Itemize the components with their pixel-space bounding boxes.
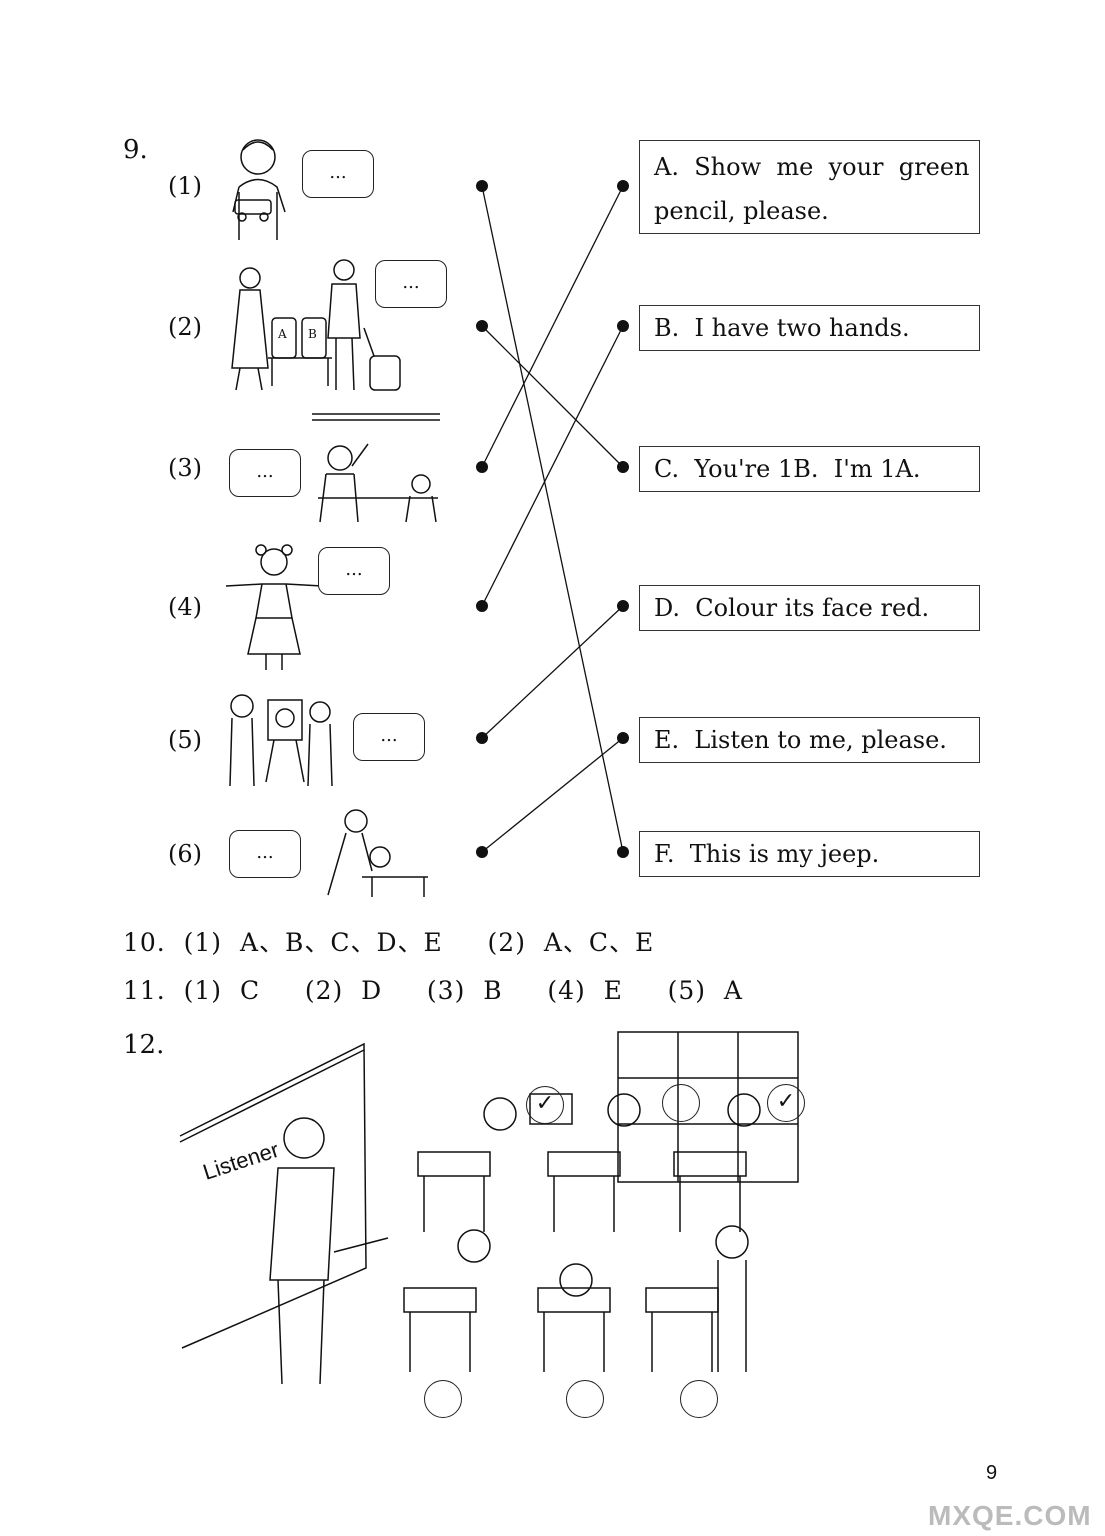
- option-a: A. Show me your green pencil, please.: [639, 140, 980, 234]
- question-9-number: 9.: [123, 135, 148, 165]
- item-label-6: (6): [168, 840, 202, 868]
- answer-circle-bottom-3: [680, 1380, 718, 1418]
- watermark: MXQE.COM: [928, 1500, 1092, 1531]
- item-label-4: (4): [168, 593, 202, 621]
- speech-bubble-1: ...: [302, 150, 374, 198]
- option-e: E. Listen to me, please.: [639, 717, 980, 763]
- answer-circle-bottom-1: [424, 1380, 462, 1418]
- option-f: F. This is my jeep.: [639, 831, 980, 877]
- item-label-2: (2): [168, 313, 202, 341]
- item-label-5: (5): [168, 726, 202, 754]
- answer-circle-top-1: ✓: [526, 1086, 564, 1124]
- answer-circle-bottom-2: [566, 1380, 604, 1418]
- illustration-girl-arms-out: [225, 544, 323, 670]
- illustration-teacher-and-sleeping-pupil: [327, 809, 428, 897]
- illustration-teacher-at-blackboard: Listener: [179, 1042, 389, 1385]
- question-12-number: 12.: [123, 1030, 165, 1060]
- svg-text:A: A: [277, 327, 287, 341]
- answer-circle-top-3: ✓: [767, 1084, 805, 1122]
- illustration-classroom: [403, 1031, 799, 1372]
- answer-circle-top-2: [662, 1084, 700, 1122]
- blackboard-text: Listener: [200, 1137, 282, 1185]
- speech-bubble-5: ...: [353, 713, 425, 761]
- illustration-boy-with-toy-jeep: [232, 139, 286, 240]
- option-c: C. You're 1B. I'm 1A.: [639, 446, 980, 492]
- item-label-3: (3): [168, 454, 202, 482]
- option-b: B. I have two hands.: [639, 305, 980, 351]
- speech-bubble-2: ...: [375, 260, 447, 308]
- speech-bubble-4: ...: [318, 547, 390, 595]
- option-a-line1: A. Show me your green: [654, 153, 970, 181]
- option-a-line2: pencil, please.: [654, 197, 829, 225]
- illustration-painting-easel: [229, 694, 333, 787]
- illustration-teacher-and-pupil: [318, 443, 438, 523]
- speech-bubble-6: ...: [229, 830, 301, 878]
- question-10-answers: 10. (1) A、B、C、D、E (2) A、C、E: [123, 928, 655, 957]
- speech-bubble-3: ...: [229, 449, 301, 497]
- svg-text:B: B: [308, 327, 317, 341]
- page-number: 9: [986, 1462, 998, 1484]
- question-11-answers: 11. (1) C (2) D (3) B (4) E (5) A: [123, 976, 743, 1005]
- illustration-train-seats: A B: [231, 259, 440, 421]
- option-d: D. Colour its face red.: [639, 585, 980, 631]
- item-label-1: (1): [168, 172, 202, 200]
